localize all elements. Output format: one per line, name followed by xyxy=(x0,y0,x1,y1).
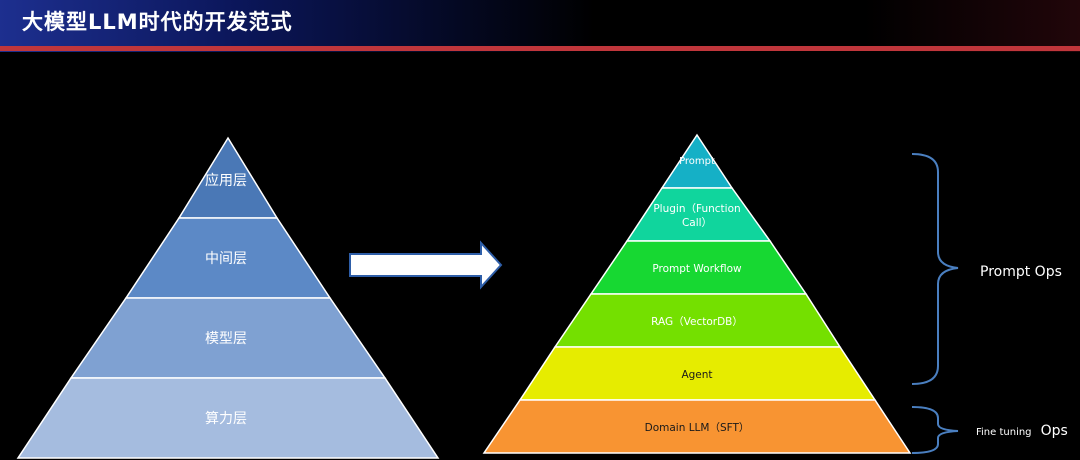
right-pyramid: Prompt Plugin（Function Call） Prompt Work… xyxy=(482,133,912,454)
right-layer-4-label: RAG（VectorDB） xyxy=(651,316,743,328)
right-layer-1-label: Prompt xyxy=(679,156,715,167)
right-arrow xyxy=(349,240,503,290)
right-layer-6 xyxy=(482,399,912,454)
fine-tuning-small-label: Fine tuning xyxy=(976,427,1032,438)
right-layer-3-label: Prompt Workflow xyxy=(652,263,742,275)
right-layer-5-label: Agent xyxy=(681,369,712,381)
left-layer-3-label: 模型层 xyxy=(205,331,247,347)
fine-tuning-label: Fine tuning Ops xyxy=(976,420,1068,439)
header-bar: 大模型LLM时代的开发范式 xyxy=(0,0,1080,52)
right-layer-6-label: Domain LLM（SFT） xyxy=(645,422,750,434)
right-layer-2-label-line2: Call） xyxy=(682,217,712,229)
left-pyramid: 应用层 中间层 模型层 算力层 xyxy=(16,136,440,459)
page-title: 大模型LLM时代的开发范式 xyxy=(22,10,293,34)
fine-tuning-bracket xyxy=(911,406,959,454)
left-layer-4 xyxy=(16,377,440,459)
left-layer-2-label: 中间层 xyxy=(205,251,247,267)
fine-tuning-ops-label: Ops xyxy=(1041,423,1068,439)
left-layer-1-label: 应用层 xyxy=(205,172,247,189)
left-layer-4-label: 算力层 xyxy=(205,411,247,427)
header-divider xyxy=(0,46,1080,51)
prompt-ops-label: Prompt Ops xyxy=(980,264,1062,280)
right-layer-2-label: Plugin（Function xyxy=(653,203,740,215)
prompt-ops-bracket xyxy=(911,153,959,385)
